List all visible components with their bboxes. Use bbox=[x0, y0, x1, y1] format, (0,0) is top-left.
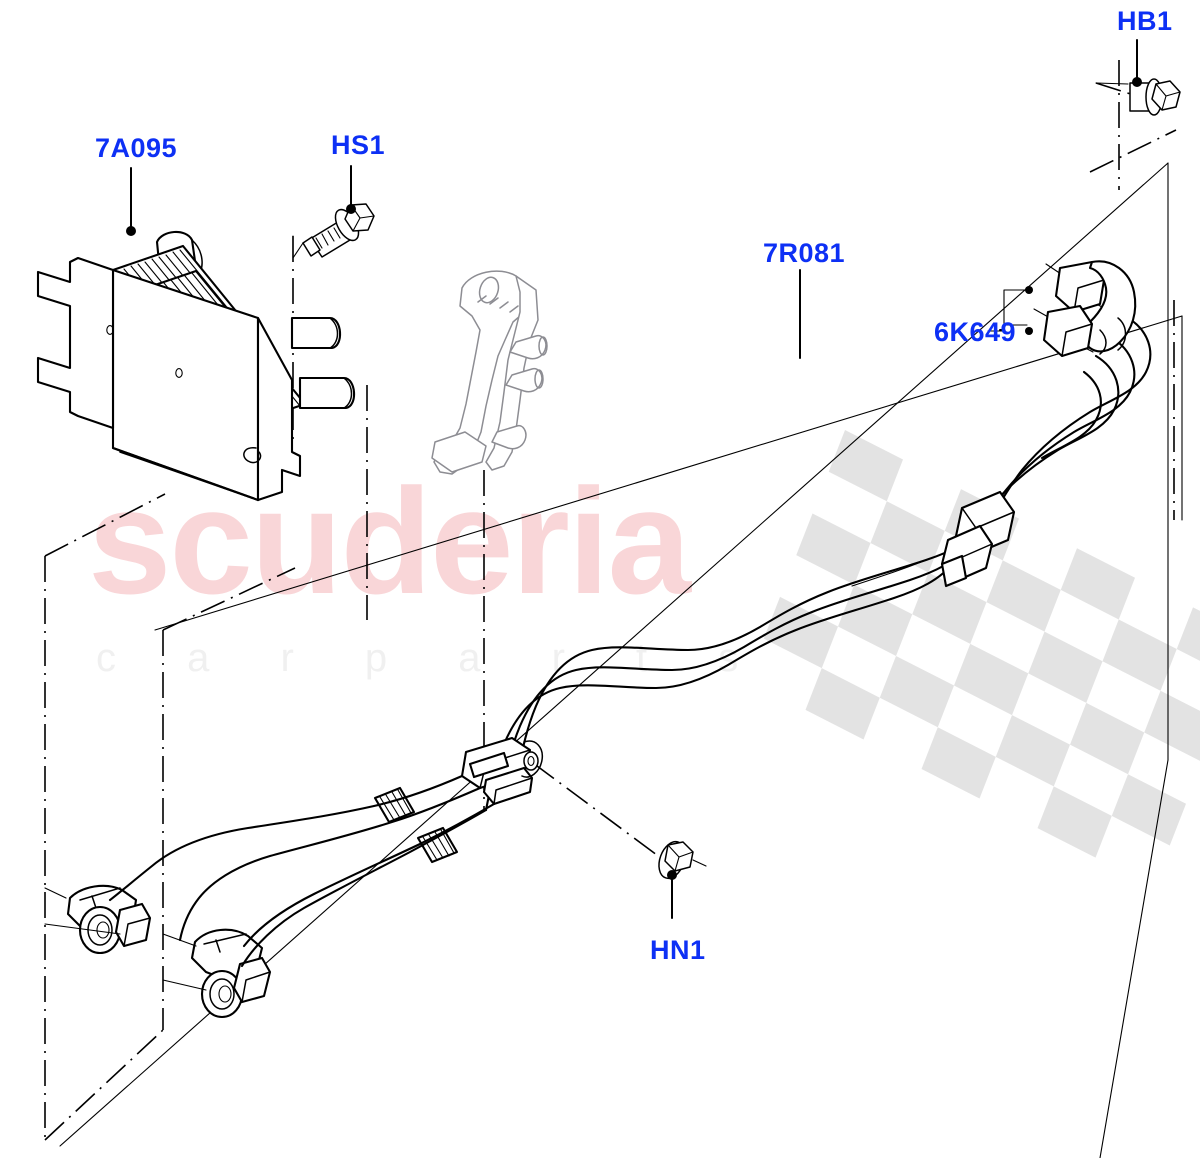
callout-label-hb1[interactable]: HB1 bbox=[1117, 6, 1173, 36]
callout-label-7r081[interactable]: 7R081 bbox=[763, 238, 846, 268]
cooler-mount-holes bbox=[106, 325, 183, 378]
callout-label-7a095[interactable]: 7A095 bbox=[95, 133, 178, 163]
hb1-bolt bbox=[1095, 78, 1181, 116]
hn1-nut bbox=[658, 840, 707, 880]
callout-label-6k649[interactable]: 6K649 bbox=[934, 317, 1017, 347]
hs1-screw bbox=[292, 203, 375, 259]
oil-cooler-body bbox=[36, 230, 356, 502]
cooler-hose-assembly bbox=[44, 260, 1152, 1019]
callout-label-hs1[interactable]: HS1 bbox=[331, 130, 386, 160]
ghost-mounting-bracket bbox=[431, 270, 548, 475]
callout-leaders bbox=[126, 39, 1142, 919]
callout-label-hn1[interactable]: HN1 bbox=[650, 935, 706, 965]
